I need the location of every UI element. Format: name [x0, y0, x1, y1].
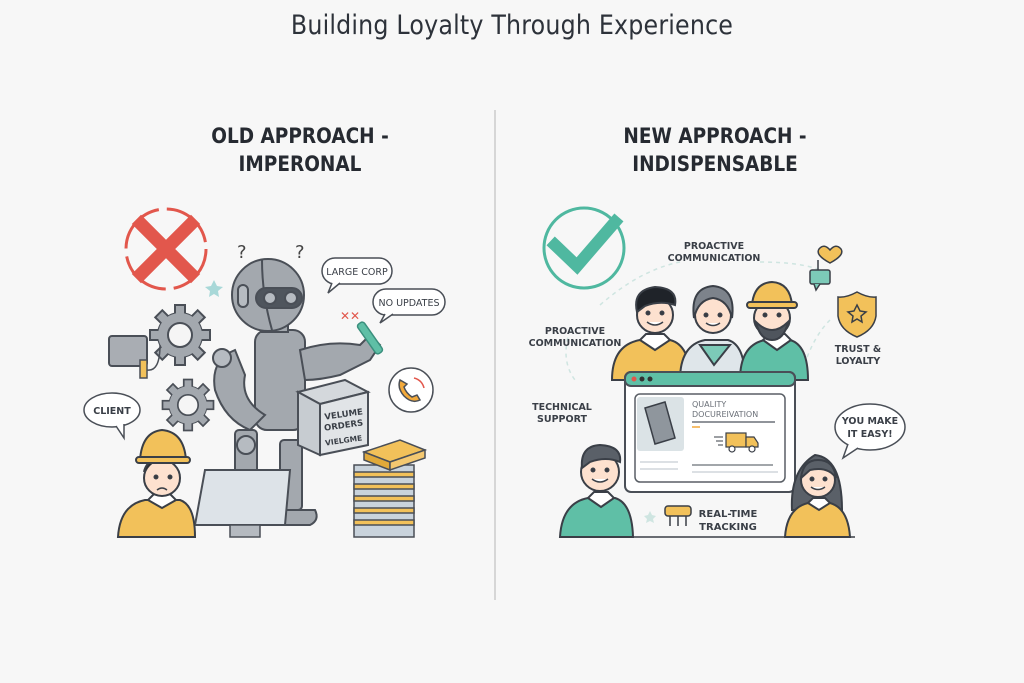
old-heading-line2: IMPERONAL — [238, 152, 362, 176]
monitor-icon — [193, 469, 292, 538]
new-heading-line1: NEW APPROACH - — [623, 124, 807, 148]
sparkle-icon: ✕✕ — [340, 309, 360, 323]
svg-text:YOU MAKE: YOU MAKE — [841, 416, 898, 427]
label-tracking-2: TRACKING — [699, 522, 757, 533]
svg-text:NO UPDATES: NO UPDATES — [378, 298, 439, 309]
green-check-icon — [542, 206, 626, 290]
team-member-woman — [678, 284, 747, 381]
old-heading-line1: OLD APPROACH - — [211, 124, 389, 148]
label-tracking-1: REAL-TIME — [699, 509, 758, 520]
label-trust-2: LOYALTY — [836, 356, 881, 367]
customer-woman-avatar — [783, 453, 852, 538]
label-technical-1: TECHNICAL — [532, 402, 592, 413]
phone-device-icon — [356, 321, 384, 355]
client-worker-avatar — [116, 428, 197, 538]
team-member-worker — [738, 280, 810, 381]
card-title-line1: QUALITY — [692, 400, 726, 409]
tracking-icon — [664, 505, 692, 526]
label-trust-1: TRUST & — [835, 344, 881, 355]
label-proactive-top-1: PROACTIVE — [684, 241, 744, 252]
question-mark-icon: ? — [237, 242, 247, 263]
star-icon — [205, 280, 223, 297]
connector-lines — [565, 261, 831, 381]
browser-window-icon: QUALITY DOCUREIVATION — [624, 371, 796, 493]
label-proactive-left-1: PROACTIVE — [545, 326, 605, 337]
team-member-man — [610, 285, 692, 381]
volume-orders-box: VELUME ORDERS VIELGME — [295, 378, 371, 457]
label-proactive-left-2: COMMUNICATION — [529, 338, 622, 349]
svg-text:LARGE CORP: LARGE CORP — [326, 267, 388, 278]
question-mark-icon: ? — [295, 242, 305, 263]
stacked-boxes-icon — [353, 439, 428, 538]
speech-bubble-you-make-it-easy: YOU MAKE IT EASY! — [834, 403, 906, 460]
speech-bubble-client: CLIENT — [83, 392, 141, 441]
speech-bubble-large-corp: LARGE CORP — [321, 257, 393, 294]
heart-chat-icon — [809, 245, 843, 292]
new-heading-line2: INDISPENSABLE — [632, 152, 798, 176]
new-approach-heading: NEW APPROACH - INDISPENSABLE — [583, 122, 847, 178]
shield-star-icon — [837, 291, 877, 338]
gear-icon — [161, 378, 215, 432]
svg-text:IT EASY!: IT EASY! — [847, 429, 892, 440]
old-approach-heading: OLD APPROACH - IMPERONAL — [168, 122, 432, 178]
svg-text:CLIENT: CLIENT — [93, 406, 131, 417]
customer-man-avatar — [558, 443, 635, 538]
device-icon — [108, 335, 161, 379]
truck-icon — [714, 432, 759, 453]
star-icon — [644, 511, 656, 523]
card-title-line2: DOCUREIVATION — [692, 410, 758, 419]
label-technical-2: SUPPORT — [537, 414, 587, 425]
center-divider — [494, 110, 496, 600]
page-title: Building Loyalty Through Experience — [290, 10, 734, 41]
red-x-icon — [124, 207, 208, 291]
speech-bubble-no-updates: NO UPDATES — [372, 288, 446, 324]
phone-icon — [388, 367, 434, 413]
label-proactive-top-2: COMMUNICATION — [668, 253, 761, 264]
